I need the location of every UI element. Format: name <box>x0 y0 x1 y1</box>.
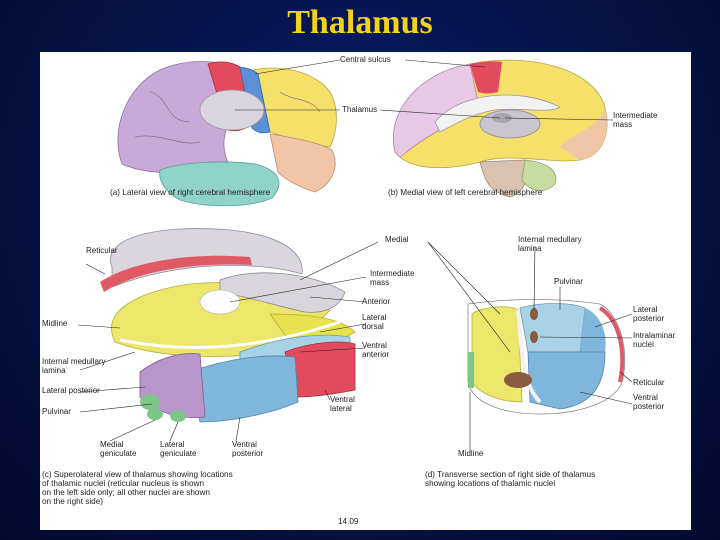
label-anterior: Anterior <box>362 297 391 306</box>
medial-geniculate-shape <box>147 408 163 420</box>
label-thalamus: Thalamus <box>342 105 378 114</box>
midline-nucleus-d <box>468 352 474 388</box>
ventral-posterior-d <box>527 351 606 410</box>
caption-b: (b) Medial view of left cerebral hemisph… <box>388 188 543 197</box>
label-lateral-posterior-c: Lateral posterior <box>42 386 100 395</box>
figure-number: 14.09 <box>338 517 359 526</box>
caption-c: (c) Superolateral view of thalamus showi… <box>42 470 233 506</box>
ventral-lateral-c <box>284 341 356 398</box>
lateral-geniculate-shape <box>170 410 186 422</box>
label-pulvinar-c: Pulvinar <box>42 407 71 416</box>
label-lateral-dorsal: Lateral dorsal <box>362 313 387 331</box>
intermediate-mass-c <box>199 289 241 315</box>
occipital-lobe <box>269 133 336 193</box>
label-lateral-geniculate: Lateral geniculate <box>160 440 197 458</box>
ventral-posterior-c <box>189 355 299 423</box>
label-reticular-d: Reticular <box>633 378 665 387</box>
label-central-sulcus: Central sulcus <box>340 55 391 64</box>
corpus-callosum <box>434 94 561 133</box>
medial-frontal <box>393 63 481 158</box>
label-ventral-posterior-d: Ventral posterior <box>633 393 665 411</box>
caption-a: (a) Lateral view of right cerebral hemis… <box>110 188 271 197</box>
label-midline-c: Midline <box>42 319 68 328</box>
label-internal-medullary-lamina-d: Internal medullary lamina <box>518 235 582 253</box>
thalamus-transverse <box>467 299 626 415</box>
intralaminar-nuclei-1 <box>530 308 538 320</box>
internal-medullary-lamina-d <box>516 309 542 404</box>
label-midline-d: Midline <box>458 449 484 458</box>
caption-d: (d) Transverse section of right side of … <box>425 470 596 488</box>
reticular-nucleus-left <box>100 255 252 292</box>
label-lateral-posterior-d: Lateral posterior <box>633 305 665 323</box>
label-pulvinar-d: Pulvinar <box>554 277 583 286</box>
intralaminar-nuclei-2 <box>530 331 538 343</box>
lateral-brain-view <box>117 61 337 207</box>
thalamus-superolateral <box>100 228 356 423</box>
medial-brain-view <box>393 59 608 198</box>
pulvinar-c <box>140 394 160 410</box>
label-medial: Medial <box>385 235 409 244</box>
internal-medullary-lamina-c <box>119 320 341 349</box>
label-ventral-anterior: Ventral anterior <box>362 341 390 359</box>
pulvinar-d <box>519 303 586 353</box>
lateral-posterior-d <box>580 308 606 352</box>
label-intermediate-mass-b: Intermediate mass <box>613 111 658 129</box>
figure-panel: Central sulcus Thalamus Intermediate mas… <box>40 52 691 530</box>
thalamus-illustration <box>77 59 633 450</box>
label-medial-geniculate: Medial geniculate <box>100 440 137 458</box>
label-ventral-posterior-c: Ventral posterior <box>232 440 264 458</box>
thalamus-b <box>479 109 541 139</box>
label-intermediate-mass-c: Intermediate mass <box>370 269 415 287</box>
slide-title: Thalamus <box>287 4 433 41</box>
label-internal-medullary-lamina-c: Internal medullary lamina <box>42 357 106 375</box>
label-intralaminar-nuclei: Intralaminar nuclei <box>633 331 676 349</box>
medial-motor-strip <box>470 61 502 94</box>
temporal-lobe <box>159 161 280 207</box>
intralaminar-nuclei-3 <box>504 372 532 388</box>
label-ventral-lateral: Ventral lateral <box>330 395 355 413</box>
label-reticular-c: Reticular <box>86 246 118 255</box>
intermediate-mass-b <box>492 113 512 123</box>
leader-lines <box>77 59 633 450</box>
medial-occipital <box>560 107 608 160</box>
cerebellum-b <box>521 159 557 191</box>
